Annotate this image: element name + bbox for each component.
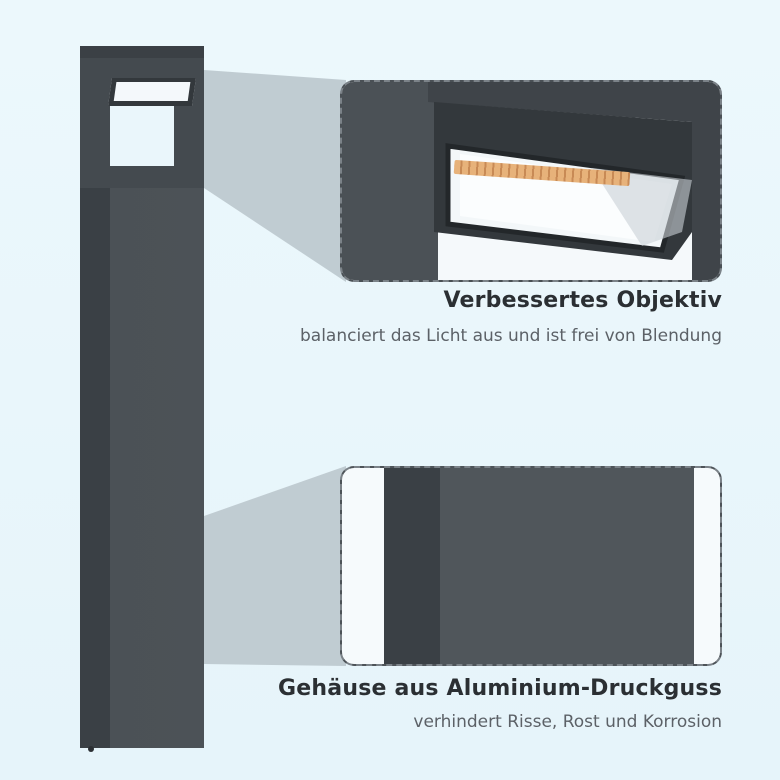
post-window-opening	[110, 104, 174, 166]
lens-detail-illustration	[342, 82, 720, 280]
texture-edge	[384, 468, 440, 664]
post-screw	[88, 746, 94, 752]
lens-detail-view	[340, 80, 722, 282]
feature-description-housing: verhindert Risse, Rost und Korrosion	[413, 712, 722, 732]
feature-description-lens: balanciert das Licht aus und ist frei vo…	[300, 326, 722, 346]
lens-callout-wedge	[204, 70, 346, 282]
feature-title-housing: Gehäuse aus Aluminium-Druckguss	[278, 676, 722, 701]
housing-detail-view	[340, 466, 722, 666]
post-cap	[80, 46, 204, 58]
feature-title-lens: Verbessertes Objektiv	[443, 288, 722, 313]
post-shaft	[80, 188, 204, 748]
housing-callout-wedge	[204, 466, 346, 666]
texture-left-bg	[342, 468, 384, 664]
texture-surface	[440, 468, 720, 664]
lens-shadow	[592, 168, 692, 246]
texture-right-bg	[694, 468, 720, 664]
lens-housing-side	[342, 82, 438, 280]
post-lens	[108, 78, 196, 106]
lens-housing-top	[428, 82, 720, 280]
